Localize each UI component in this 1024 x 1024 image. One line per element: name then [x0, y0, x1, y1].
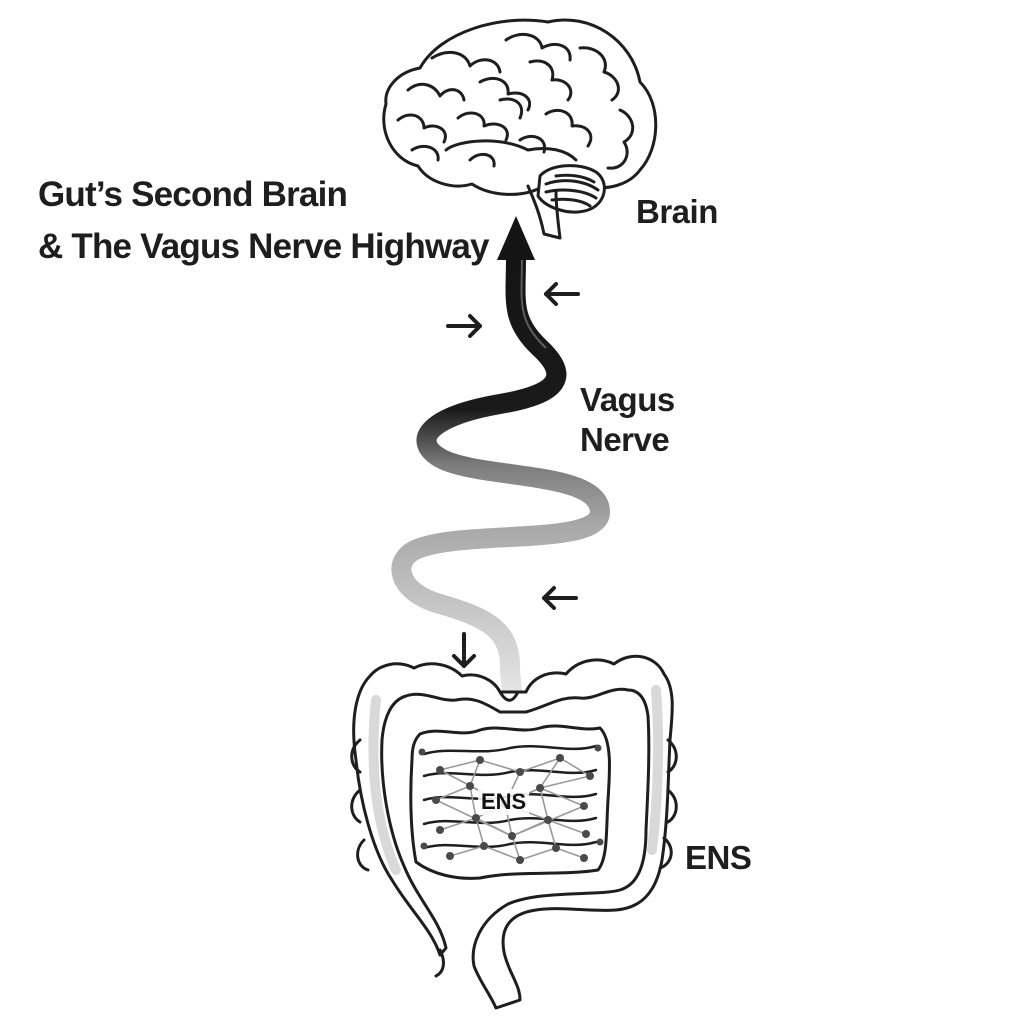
ens-center-label: ENS — [478, 789, 530, 815]
arrow-icon — [544, 282, 580, 306]
vagus-label-line-1: Vagus — [580, 381, 675, 418]
brain-icon — [382, 18, 658, 240]
vagus-nerve-icon — [391, 216, 610, 700]
vagus-nerve-label: Vagus Nerve — [580, 380, 675, 460]
arrow-icon — [452, 632, 476, 668]
brain-label: Brain — [636, 193, 718, 230]
arrow-icon — [446, 314, 482, 338]
arrow-icon — [542, 586, 578, 610]
intestine-icon — [350, 654, 678, 1010]
ens-label: ENS — [685, 839, 752, 876]
diagram-title-line-2: & The Vagus Nerve Highway — [38, 227, 490, 266]
nerve-network-nodes — [418, 744, 604, 864]
vagus-label-line-2: Nerve — [580, 421, 670, 458]
diagram-title-line-1: Gut’s Second Brain — [38, 175, 348, 214]
